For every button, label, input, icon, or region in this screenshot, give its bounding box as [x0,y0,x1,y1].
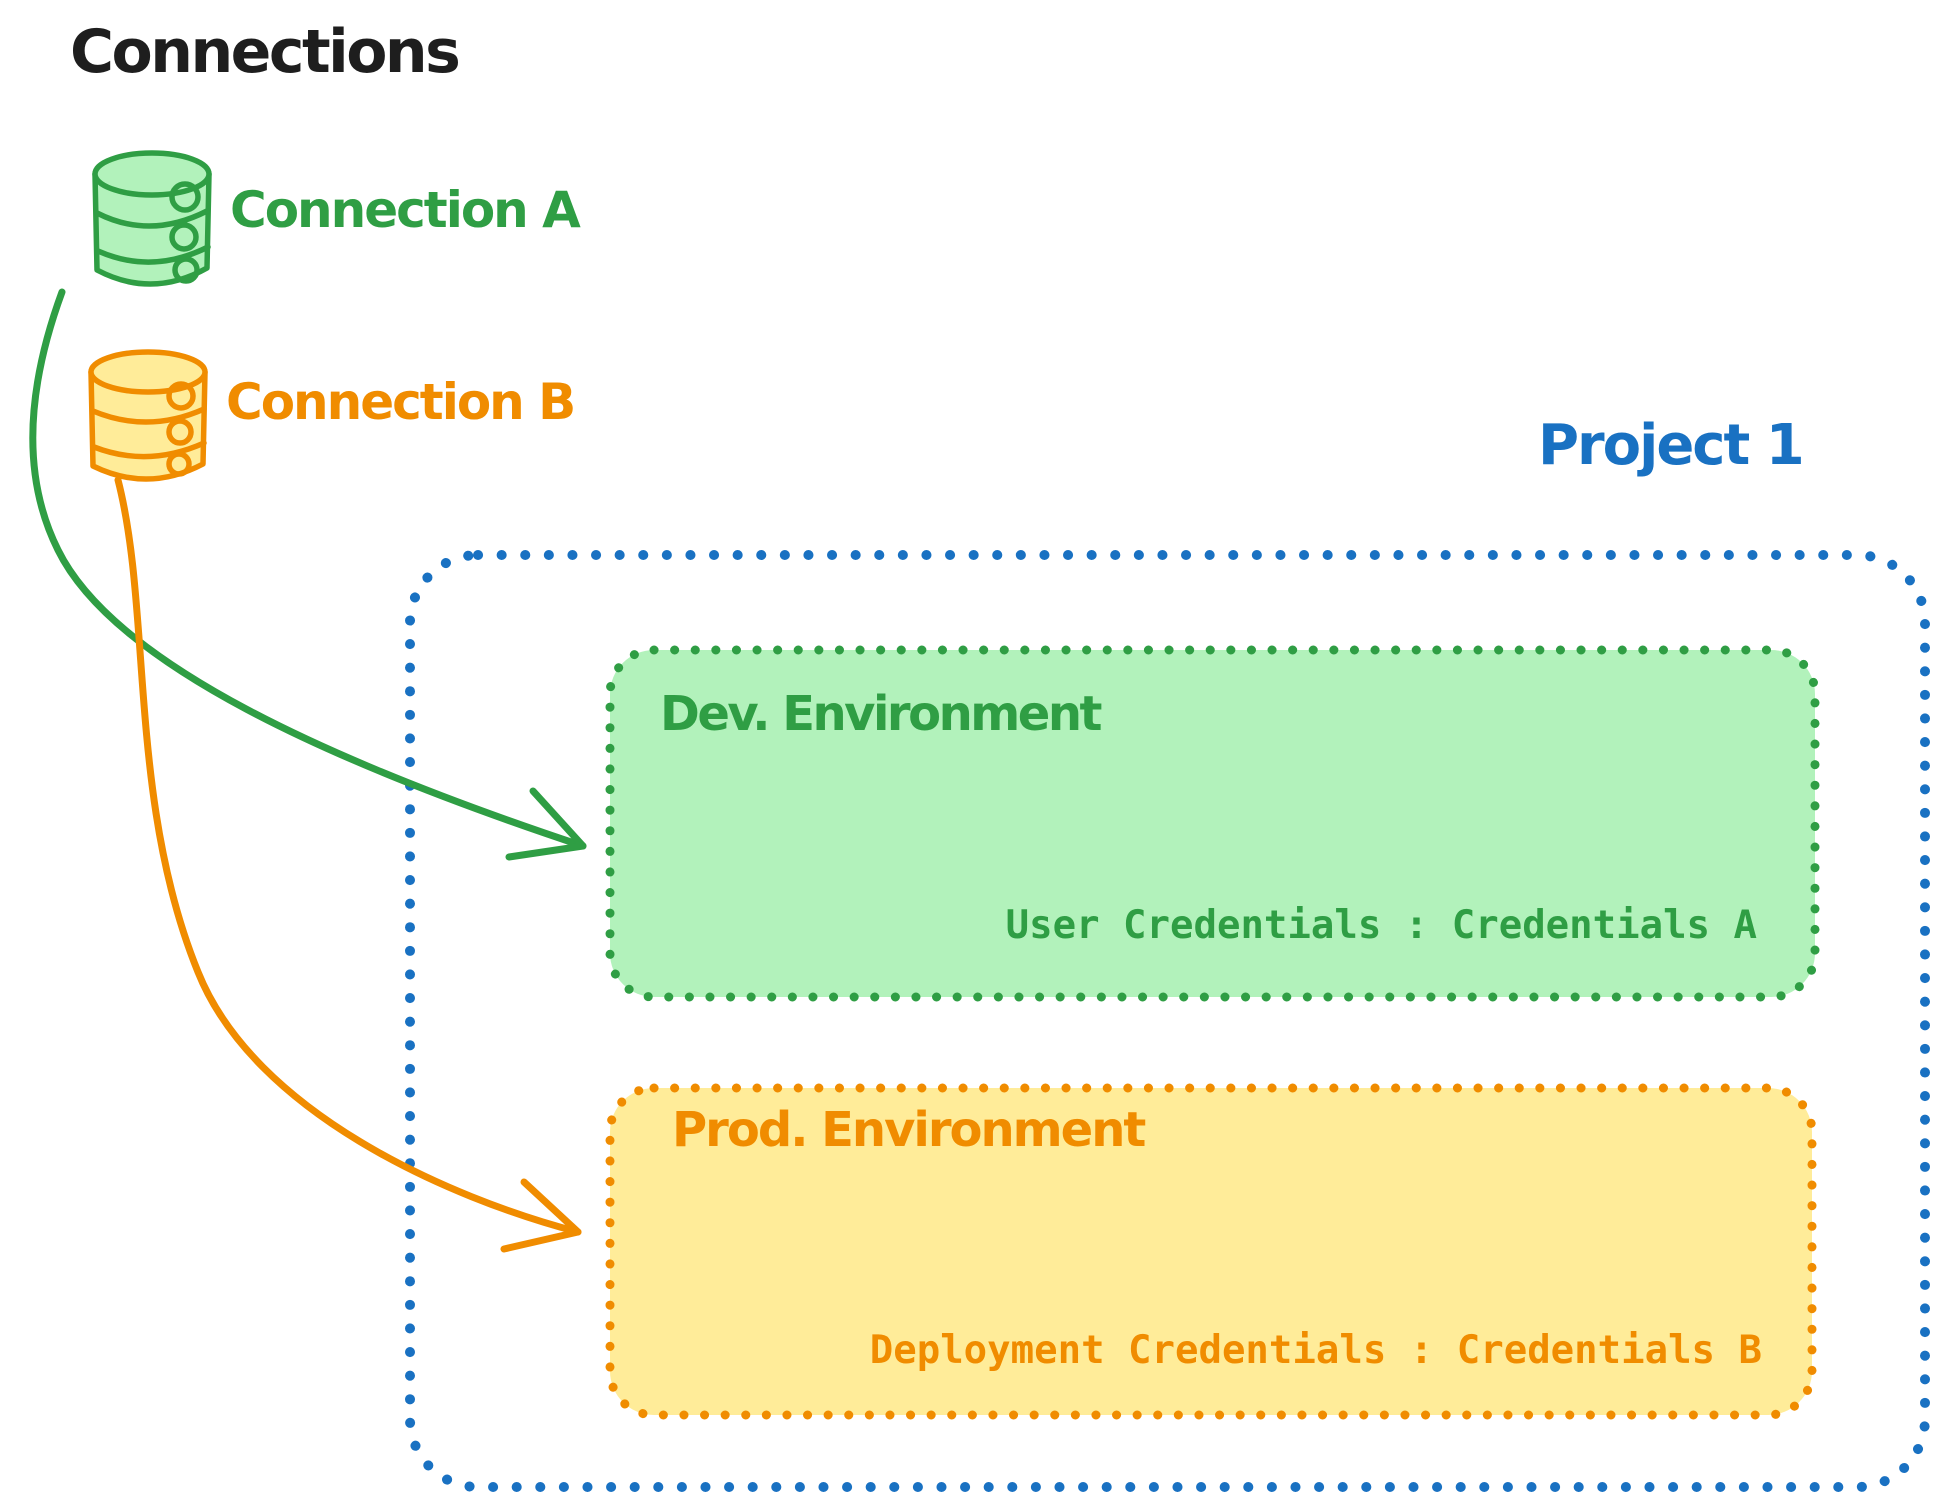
prod-credentials-text: Deployment Credentials : Credentials B [869,1328,1762,1373]
arrowhead-icon [505,787,587,861]
connection-a-label: Connection A [230,181,581,239]
connection-b-label: Connection B [226,373,576,431]
prod-environment-box [605,1083,1817,1420]
diagram-title: Connections [70,17,461,87]
connection-a-to-dev-arrow [29,288,587,861]
project-1-label: Project 1 [1538,413,1805,478]
dev-environment-box [605,645,1820,1002]
prod-environment-label: Prod. Environment [672,1102,1146,1158]
connection-b-to-prod-arrow [114,476,582,1253]
project-1-box [405,550,1930,1492]
arrowhead-icon [500,1178,582,1253]
connection-b-database-icon [88,349,208,482]
dev-credentials-text: User Credentials : Credentials A [1005,903,1757,948]
dev-environment-label: Dev. Environment [660,686,1102,742]
connection-a-database-icon [92,150,212,287]
